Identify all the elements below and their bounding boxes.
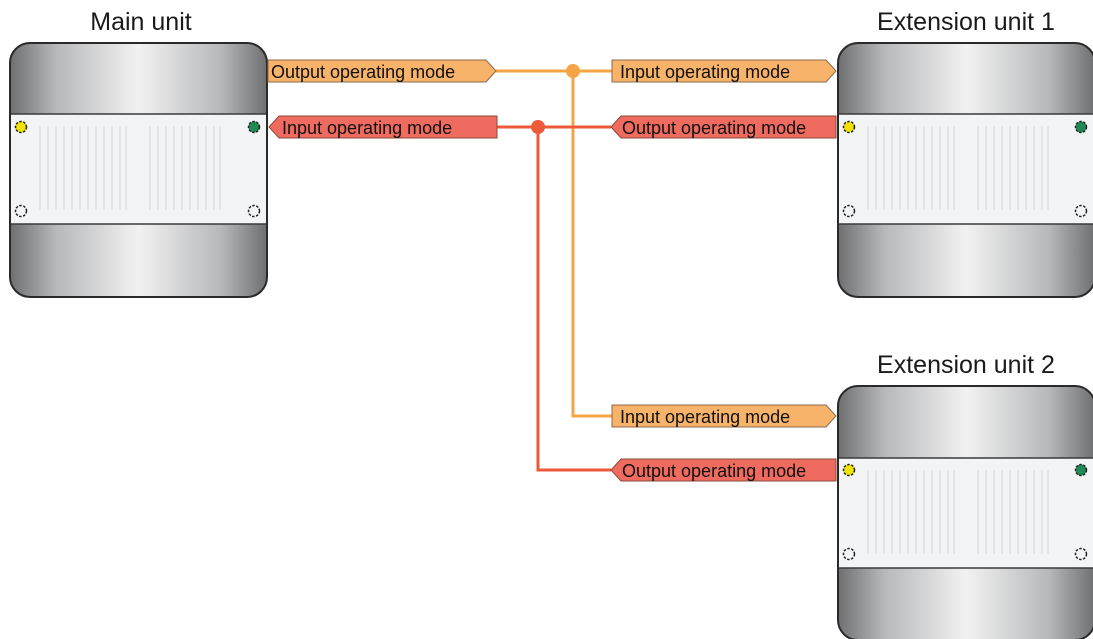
extension-unit-2-outline — [837, 385, 1093, 639]
main-input-tag-label: Input operating mode — [282, 118, 452, 138]
input-junction-dot — [566, 64, 580, 78]
main-input-tag: Input operating mode — [268, 115, 498, 139]
yellow-led-icon — [842, 463, 856, 477]
main-unit: Main unit — [9, 8, 268, 298]
output-junction-dot — [531, 120, 545, 134]
extension-unit-2: Extension unit 2 — [837, 351, 1093, 639]
ext2-output-to-main-input-line — [536, 127, 611, 472]
green-led-icon — [247, 120, 261, 134]
extension-unit-1: Extension unit 1 — [837, 8, 1093, 298]
main-output-tag-label: Output operating mode — [271, 62, 455, 82]
extension-unit-2-title: Extension unit 2 — [877, 351, 1055, 379]
extension-unit-1-outline — [837, 42, 1093, 298]
connection-lines — [496, 64, 612, 472]
dashed-circle-icon — [247, 204, 261, 218]
main-output-tag: Output operating mode — [267, 59, 497, 83]
ext1-output-tag-label: Output operating mode — [622, 118, 806, 138]
extension-unit-1-title: Extension unit 1 — [877, 8, 1055, 36]
extension-unit-1-panel — [838, 113, 1093, 225]
ext1-output-tag: Output operating mode — [610, 115, 837, 139]
main-unit-outline — [9, 42, 268, 298]
ext1-input-tag-label: Input operating mode — [620, 62, 790, 82]
extension-unit-1-vents-left — [867, 126, 955, 210]
ext2-output-tag: Output operating mode — [610, 458, 837, 482]
green-led-icon — [1074, 463, 1088, 477]
dashed-circle-icon — [842, 547, 856, 561]
green-led-icon — [1074, 120, 1088, 134]
ext1-input-tag: Input operating mode — [611, 59, 837, 83]
main-unit-vents-left — [39, 126, 127, 210]
main-unit-vents-right — [149, 126, 221, 210]
extension-unit-2-vents-left — [867, 470, 955, 554]
main-unit-title: Main unit — [90, 8, 191, 36]
dashed-circle-icon — [842, 204, 856, 218]
ext2-input-tag: Input operating mode — [611, 404, 837, 428]
main-output-to-ext2-input-line — [571, 71, 612, 418]
dashed-circle-icon — [14, 204, 28, 218]
extension-unit-2-panel — [838, 457, 1093, 569]
yellow-led-icon — [14, 120, 28, 134]
extension-unit-1-vents-right — [977, 126, 1049, 210]
dashed-circle-icon — [1074, 204, 1088, 218]
extension-unit-2-vents-right — [977, 470, 1049, 554]
ext2-input-tag-label: Input operating mode — [620, 407, 790, 427]
yellow-led-icon — [842, 120, 856, 134]
main-unit-panel — [10, 113, 267, 225]
dashed-circle-icon — [1074, 547, 1088, 561]
ext2-output-tag-label: Output operating mode — [622, 461, 806, 481]
